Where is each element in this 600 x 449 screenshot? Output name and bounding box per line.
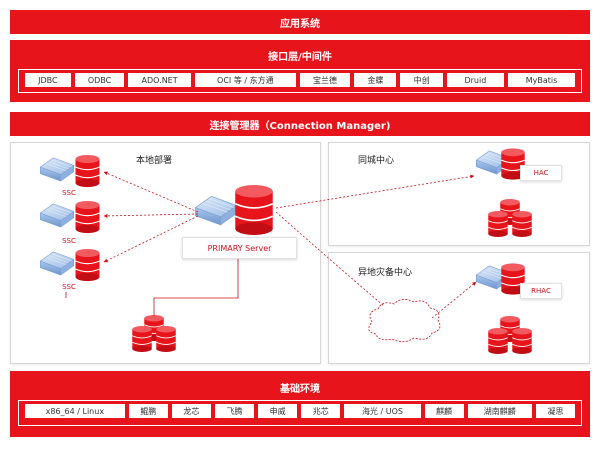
- connection-manager-title: 连接管理器（Connection Manager): [209, 120, 391, 132]
- interface-item-baolande: 宝兰德: [299, 73, 351, 87]
- rhac-label: RHAC: [520, 283, 562, 299]
- interface-item-oci: OCI 等 / 东方通: [194, 73, 296, 87]
- ssc-label-1: SSC: [62, 189, 76, 197]
- interface-item-odbc: ODBC: [74, 73, 125, 87]
- interface-item-ado-net: ADO.NET: [128, 73, 191, 87]
- link-primary-ssc2: [103, 213, 199, 218]
- interface-item-zhongchuang: 中创: [400, 73, 443, 87]
- application-layer-bar: 应用系统: [10, 10, 590, 34]
- same-city-panel: [328, 142, 590, 246]
- remote-dr-panel: [328, 252, 590, 364]
- hac-label: HAC: [520, 165, 562, 181]
- link-primary-storage: [153, 259, 239, 316]
- local-storage-cluster: [131, 315, 177, 352]
- remote-dr-title: 异地灾备中心: [358, 268, 413, 278]
- base-environment-title: 基础环境: [280, 384, 320, 395]
- rhac-node: [476, 263, 526, 295]
- link-primary-ssc1: [103, 171, 199, 213]
- link-primary-hac: [275, 174, 475, 209]
- base-item-hygon-uos: 海光 / UOS: [344, 404, 421, 418]
- ssc-label-3: SSC: [62, 283, 76, 291]
- same-city-title: 同城中心: [358, 156, 395, 166]
- interface-layer: 接口层/中间件 JDBC ODBC ADO.NET OCI 等 / 东方通 宝兰…: [10, 40, 590, 102]
- ssc-node-1: [40, 155, 101, 187]
- base-item-sunway: 申威: [258, 404, 298, 418]
- interface-items: JDBC ODBC ADO.NET OCI 等 / 东方通 宝兰德 金蝶 中创 …: [18, 69, 582, 93]
- hac-node: [476, 148, 526, 180]
- interface-item-kingdee: 金蝶: [354, 73, 397, 87]
- ssc-node-3: [40, 249, 101, 281]
- base-item-kylin: 麒麟: [424, 404, 464, 418]
- application-layer-title: 应用系统: [280, 18, 320, 30]
- cloud-icon: [368, 299, 441, 343]
- interface-layer-title: 接口层/中间件: [268, 52, 332, 63]
- ssc-node-2: [40, 201, 101, 233]
- hac-storage-cluster: [487, 199, 533, 237]
- base-item-loongson: 龙芯: [171, 404, 211, 418]
- base-item-nsecure: 凝思: [535, 404, 576, 418]
- rhac-storage-cluster: [487, 316, 533, 354]
- base-item-zhaoxin: 兆芯: [301, 404, 341, 418]
- interface-item-druid: Druid: [446, 73, 504, 87]
- interface-item-jdbc: JDBC: [25, 73, 71, 87]
- base-environment-layer: 基础环境 x86_64 / Linux 鲲鹏 龙芯 飞腾 申威 兆芯 海光 / …: [10, 371, 590, 437]
- primary-server-node: [195, 185, 274, 235]
- base-environment-items: x86_64 / Linux 鲲鹏 龙芯 飞腾 申威 兆芯 海光 / UOS 麒…: [18, 400, 582, 426]
- link-primary-ssc3: [103, 215, 199, 263]
- base-item-phytium: 飞腾: [214, 404, 255, 418]
- interface-item-mybatis: MyBatis: [508, 73, 575, 87]
- base-item-kunpeng: 鲲鹏: [128, 404, 168, 418]
- base-item-hunan-kylin: 湖南麒麟: [467, 404, 532, 418]
- base-item-x86-linux: x86_64 / Linux: [25, 404, 125, 418]
- link-cloud-rhac: [431, 281, 477, 319]
- replication-links: [65, 171, 477, 319]
- link-primary-cloud: [275, 211, 385, 307]
- connection-manager-bar: 连接管理器（Connection Manager): [10, 112, 590, 136]
- primary-server-label: PRIMARY Server: [182, 237, 297, 259]
- local-deployment-title: 本地部署: [136, 156, 173, 166]
- ssc-label-2: SSC: [62, 237, 76, 245]
